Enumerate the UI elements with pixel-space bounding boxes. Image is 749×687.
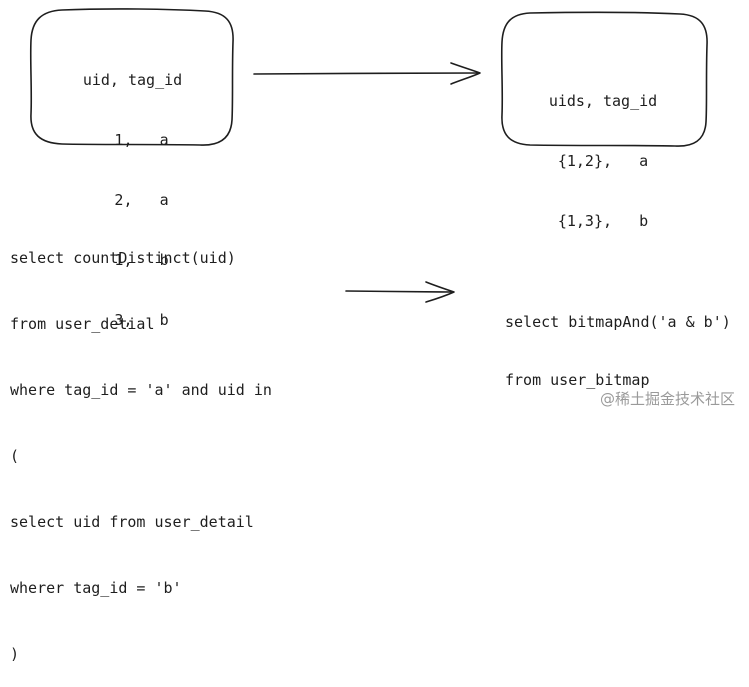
query-line: wherer tag_id = 'b'	[10, 579, 182, 597]
query-line: from user_bitmap	[505, 371, 650, 389]
source-table-box	[29, 8, 234, 146]
bitmap-table-row: {1,2}, a	[557, 152, 649, 170]
transform-arrow-bottom-head	[425, 281, 455, 303]
bitmap-table-row: uids, tag_id	[548, 92, 658, 110]
transform-arrow-bottom	[345, 290, 453, 293]
source-table-row: 2, a	[96, 191, 169, 209]
source-table-row: 1, b	[96, 251, 169, 269]
source-table-text: uid, tag_id 1, a 2, a 1, b 3, b	[60, 30, 205, 350]
source-table-row: uid, tag_id	[82, 71, 183, 89]
bitmap-and-query: select bitmapAnd('a & b') from user_bitm…	[505, 275, 731, 409]
transform-arrow-top	[253, 72, 479, 75]
bitmap-table-row: {1,3}, b	[557, 212, 649, 230]
query-line: (	[10, 447, 20, 465]
distinct-count-query: select countDistinct(uid) from user_deti…	[10, 207, 272, 687]
bitmap-table-box	[500, 11, 708, 147]
query-line: select bitmapAnd('a & b')	[505, 313, 731, 331]
diagram-canvas	[29, 8, 708, 303]
source-table-row: 3, b	[96, 311, 169, 329]
query-line: select uid from user_detail	[10, 513, 254, 531]
query-line: )	[10, 645, 20, 663]
bitmap-table-text: uids, tag_id {1,2}, a {1,3}, b	[528, 51, 678, 251]
query-line: from user_detial	[10, 315, 155, 333]
transform-arrow-top-head	[450, 62, 481, 85]
source-table-row: 1, a	[96, 131, 169, 149]
query-line: select countDistinct(uid)	[10, 249, 236, 267]
query-line: where tag_id = 'a' and uid in	[10, 381, 272, 399]
watermark: @稀土掘金技术社区	[599, 390, 735, 408]
